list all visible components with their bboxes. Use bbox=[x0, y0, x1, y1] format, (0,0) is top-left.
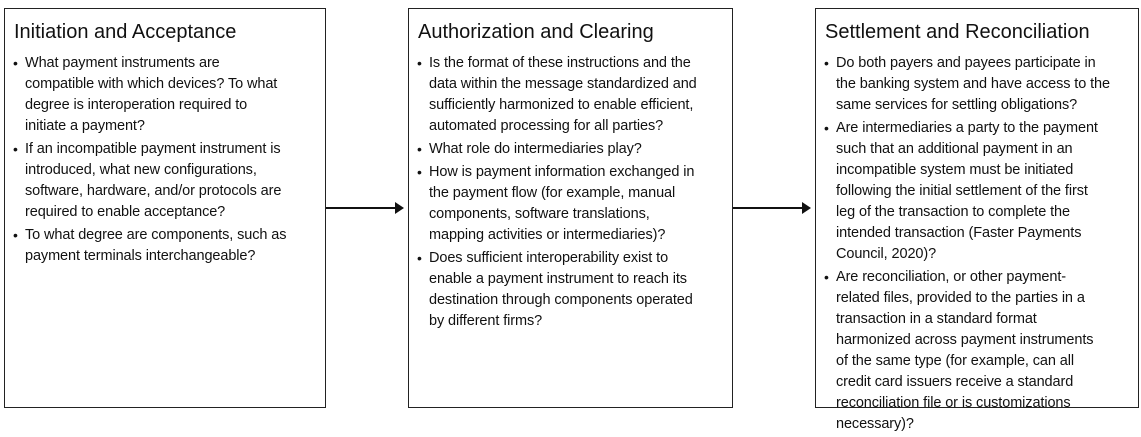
bullet-item: Are intermediaries a party to the paymen… bbox=[824, 118, 1110, 265]
box-title: Initiation and Acceptance bbox=[14, 21, 237, 43]
bullet-line: transaction in a standard format bbox=[836, 311, 1037, 327]
bullet-line: To what degree are components, such as bbox=[25, 227, 287, 243]
stage-box-authorization: Authorization and Clearing Is the format … bbox=[408, 8, 733, 408]
bullet-line: software, hardware, and/or protocols are bbox=[25, 183, 282, 199]
bullet-item: How is payment information exchanged in t… bbox=[417, 162, 697, 246]
bullet-line: leg of the transaction to complete the bbox=[836, 204, 1070, 220]
bullet-item: What payment instruments are compatible w… bbox=[13, 53, 286, 137]
bullet-line: If an incompatible payment instrument is bbox=[25, 141, 281, 157]
arrow-right-icon bbox=[326, 202, 404, 214]
bullet-line: Are reconciliation, or other payment- bbox=[836, 269, 1067, 285]
bullet-line: degree is interoperation required to bbox=[25, 97, 248, 113]
bullet-line: payment terminals interchangeable? bbox=[25, 248, 256, 264]
bullet-line: credit card issuers receive a standard bbox=[836, 374, 1074, 390]
arrow-right-icon bbox=[733, 202, 811, 214]
bullet-line: components, software translations, bbox=[429, 206, 650, 222]
bullet-line: destination through components operated bbox=[429, 292, 693, 308]
bullet-line: incompatible system must be initiated bbox=[836, 162, 1074, 178]
bullet-item: Is the format of these instructions and … bbox=[417, 53, 697, 137]
bullet-line: Does sufficient interoperability exist t… bbox=[429, 250, 669, 266]
bullet-line: Is the format of these instructions and … bbox=[429, 55, 691, 71]
bullet-line: harmonized across payment instruments bbox=[836, 332, 1094, 348]
bullet-line: automated processing for all parties? bbox=[429, 118, 664, 134]
bullet-line: related files, provided to the parties i… bbox=[836, 290, 1085, 306]
stage-box-settlement: Settlement and Reconciliation Do both pay… bbox=[815, 8, 1139, 432]
bullet-line: of the same type (for example, can all bbox=[836, 353, 1074, 369]
bullet-line: What role do intermediaries play? bbox=[429, 141, 642, 157]
bullet-line: necessary)? bbox=[836, 416, 914, 432]
stage-box-initiation: Initiation and AcceptanceWhat payment in… bbox=[4, 8, 326, 408]
bullet-list: What payment instruments are compatible w… bbox=[13, 53, 286, 269]
bullet-line: mapping activities or intermediaries)? bbox=[429, 227, 666, 243]
bullet-line: Do both payers and payees participate in bbox=[836, 55, 1096, 71]
bullet-item: What role do intermediaries play? bbox=[417, 139, 697, 160]
bullet-line: intended transaction (Faster Payments bbox=[836, 225, 1082, 241]
bullet-line: data within the message standardized and bbox=[429, 76, 697, 92]
bullet-line: compatible with which devices? To what bbox=[25, 76, 278, 92]
bullet-line: introduced, what new configurations, bbox=[25, 162, 257, 178]
bullet-item: Do both payers and payees participate in… bbox=[824, 53, 1110, 116]
bullet-list: Do both payers and payees participate in… bbox=[824, 53, 1110, 437]
bullet-list: Is the format of these instructions and … bbox=[417, 53, 697, 334]
bullet-line: initiate a payment? bbox=[25, 118, 145, 134]
bullet-line: reconciliation file or is customizations bbox=[836, 395, 1071, 411]
bullet-item: To what degree are components, such as pa… bbox=[13, 225, 286, 267]
box-title: Authorization and Clearing bbox=[418, 21, 654, 43]
bullet-line: by different firms? bbox=[429, 313, 543, 329]
bullet-item: Does sufficient interoperability exist t… bbox=[417, 248, 697, 332]
bullet-item: If an incompatible payment instrument is… bbox=[13, 139, 286, 223]
bullet-line: same services for settling obligations? bbox=[836, 97, 1078, 113]
bullet-line: What payment instruments are bbox=[25, 55, 220, 71]
bullet-line: sufficiently harmonized to enable effici… bbox=[429, 97, 694, 113]
bullet-line: following the initial settlement of the … bbox=[836, 183, 1088, 199]
bullet-line: Are intermediaries a party to the paymen… bbox=[836, 120, 1098, 136]
bullet-line: enable a payment instrument to reach its bbox=[429, 271, 687, 287]
bullet-line: How is payment information exchanged in bbox=[429, 164, 695, 180]
bullet-line: the banking system and have access to th… bbox=[836, 76, 1110, 92]
bullet-line: such that an additional payment in an bbox=[836, 141, 1073, 157]
bullet-line: required to enable acceptance? bbox=[25, 204, 226, 220]
box-title: Settlement and Reconciliation bbox=[825, 21, 1090, 43]
bullet-line: the payment flow (for example, manual bbox=[429, 185, 676, 201]
bullet-line: Council, 2020)? bbox=[836, 246, 937, 262]
bullet-item: Are reconciliation, or other payment-rel… bbox=[824, 267, 1110, 435]
